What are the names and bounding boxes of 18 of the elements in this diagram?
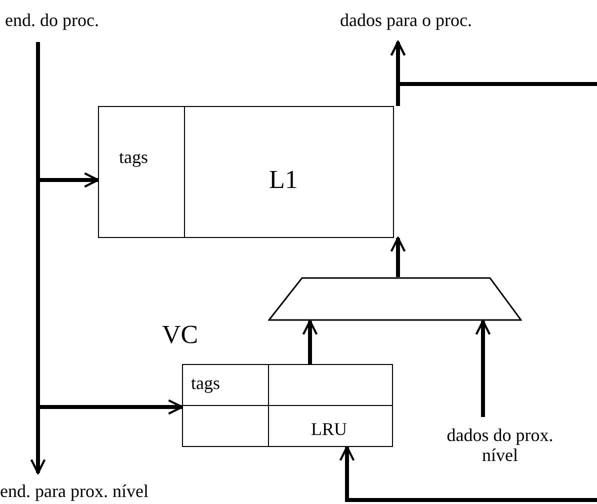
cell-text: LRU xyxy=(311,419,347,439)
arrow xyxy=(339,446,597,502)
cell-text: tags xyxy=(191,373,220,393)
cell-text: tags xyxy=(119,147,148,167)
arrow xyxy=(302,320,318,364)
cache-name: VC xyxy=(162,320,198,350)
cache-box xyxy=(98,106,394,238)
arrow xyxy=(390,236,406,277)
arrow xyxy=(390,40,597,86)
arrow xyxy=(475,320,491,417)
cache-name: L1 xyxy=(269,165,298,195)
signal-label: end. do proc. xyxy=(5,10,120,30)
victim-cache-box xyxy=(182,364,393,447)
arrow xyxy=(36,42,184,415)
multiplexer-shape xyxy=(268,277,522,321)
signal-label: dados para o proc. xyxy=(340,10,580,30)
signal-label: dados do prox. nível xyxy=(440,425,560,465)
signal-label: end. para prox. nível xyxy=(0,481,200,501)
